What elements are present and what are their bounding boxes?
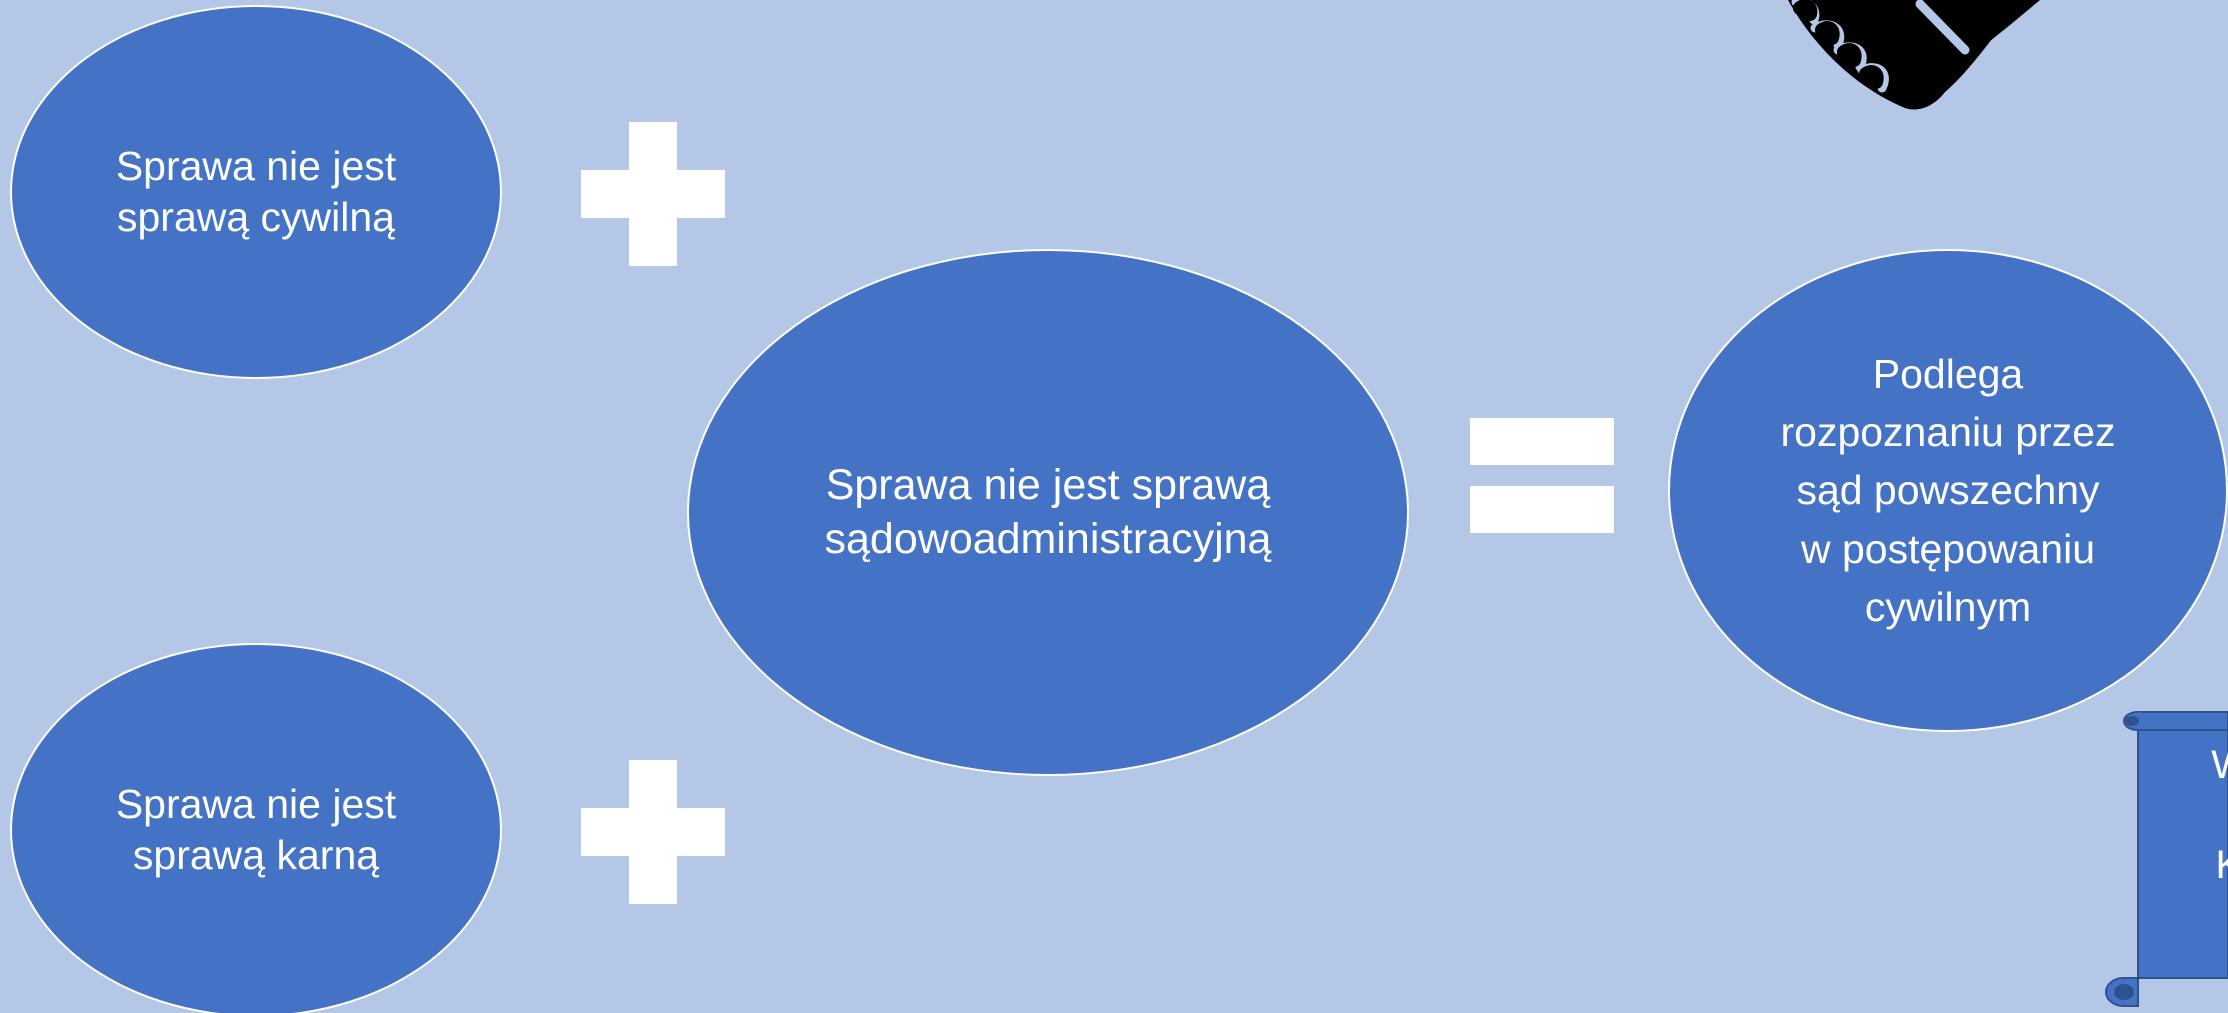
ellipse-not-civil-case-label: Sprawa nie jest sprawą cywilną xyxy=(115,142,397,240)
ellipse-not-criminal-case: Sprawa nie jest sprawą karną xyxy=(10,643,502,1013)
equals-icon-bottom-bar xyxy=(1470,486,1614,533)
plus-icon xyxy=(581,122,725,266)
equals-icon-top-bar xyxy=(1470,418,1614,465)
scroll-banner-text: Wy a Ko xyxy=(2140,740,2228,890)
ellipse-not-administrative-court-case-label: Sprawa nie jest sprawą sądowoadministrac… xyxy=(824,460,1272,563)
ellipse-not-criminal-case-label: Sprawa nie jest sprawą karną xyxy=(115,780,397,878)
ellipse-not-civil-case: Sprawa nie jest sprawą cywilną xyxy=(10,5,502,379)
scroll-banner xyxy=(2104,711,2228,1007)
handshake-icon xyxy=(1770,0,2040,110)
ellipse-result-common-court-label: Podlega rozpoznaniu przez sąd powszechny… xyxy=(1780,350,2116,630)
plus-icon xyxy=(581,760,725,904)
ellipse-result-common-court: Podlega rozpoznaniu przez sąd powszechny… xyxy=(1668,249,2228,732)
ellipse-not-administrative-court-case: Sprawa nie jest sprawą sądowoadministrac… xyxy=(687,249,1409,776)
